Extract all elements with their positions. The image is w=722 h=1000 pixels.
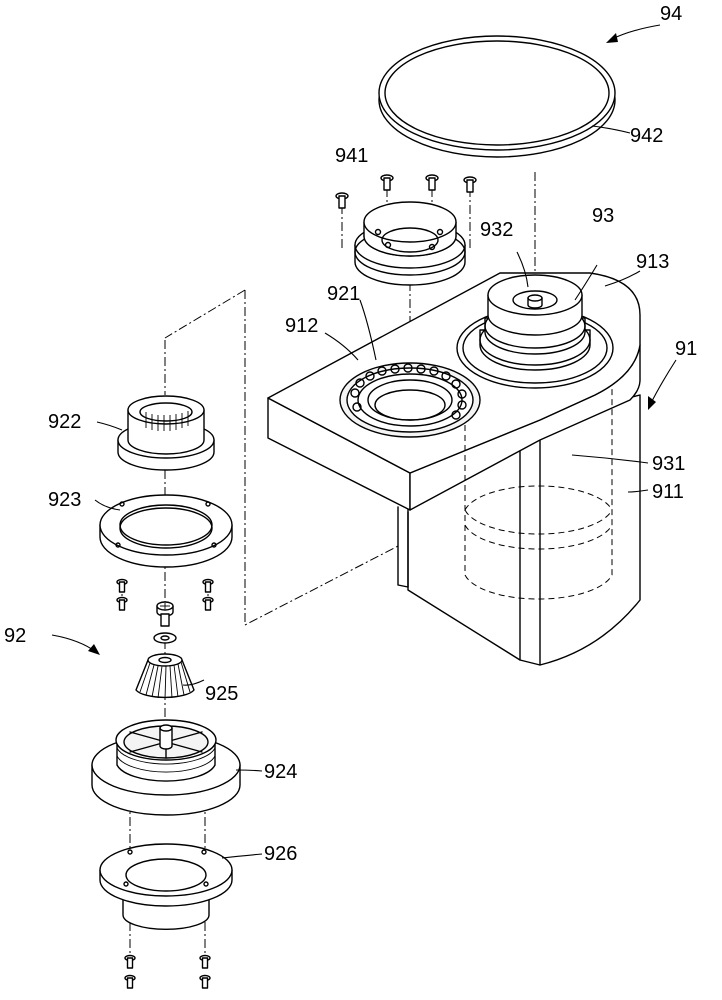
label-94: 94 xyxy=(660,3,682,25)
bottom-flange-926 xyxy=(99,843,233,931)
label-925: 925 xyxy=(205,683,238,705)
label-923: 923 xyxy=(48,489,81,511)
sleeve-922 xyxy=(117,395,215,471)
label-941: 941 xyxy=(335,145,368,167)
screws-941 xyxy=(335,174,477,209)
label-913: 913 xyxy=(636,251,669,273)
label-91: 91 xyxy=(675,338,697,360)
screws-926 xyxy=(124,954,211,989)
label-942: 942 xyxy=(630,125,663,147)
label-912: 912 xyxy=(285,315,318,337)
reference-labels: 94 942 941 932 93 913 921 912 91 931 911… xyxy=(4,3,697,865)
screw xyxy=(124,954,136,969)
bearing-cap-941 xyxy=(354,201,466,286)
label-92: 92 xyxy=(4,625,26,647)
pulley-93 xyxy=(479,274,591,371)
bearing-balls xyxy=(350,363,467,420)
bearing-912 xyxy=(339,362,481,438)
bevel-gear-925 xyxy=(135,653,195,700)
spline-teeth xyxy=(145,411,189,431)
gear-teeth xyxy=(139,661,191,700)
screw xyxy=(116,596,128,611)
screw xyxy=(202,578,214,593)
screws-923 xyxy=(116,578,214,611)
label-922: 922 xyxy=(48,411,81,433)
thread-lines xyxy=(116,747,216,773)
label-932: 932 xyxy=(480,219,513,241)
screw xyxy=(199,954,211,969)
screw xyxy=(335,192,349,209)
grinding-base-924 xyxy=(91,719,241,816)
washer xyxy=(153,632,177,644)
label-931: 931 xyxy=(652,453,685,475)
hidden-lines-931 xyxy=(464,385,613,600)
label-93: 93 xyxy=(592,205,614,227)
label-926: 926 xyxy=(264,843,297,865)
screw xyxy=(380,174,394,191)
screw xyxy=(463,176,477,193)
screw xyxy=(124,974,136,989)
screw xyxy=(425,174,439,191)
leader-lines xyxy=(51,24,677,859)
ring-lid-94 xyxy=(378,35,616,158)
screw xyxy=(116,578,128,593)
screw xyxy=(199,974,211,989)
screw xyxy=(202,596,214,611)
label-911: 911 xyxy=(652,481,684,503)
label-924: 924 xyxy=(264,761,297,783)
center-bolt xyxy=(156,601,174,627)
flange-ring-923 xyxy=(99,494,233,568)
label-921: 921 xyxy=(327,283,360,305)
